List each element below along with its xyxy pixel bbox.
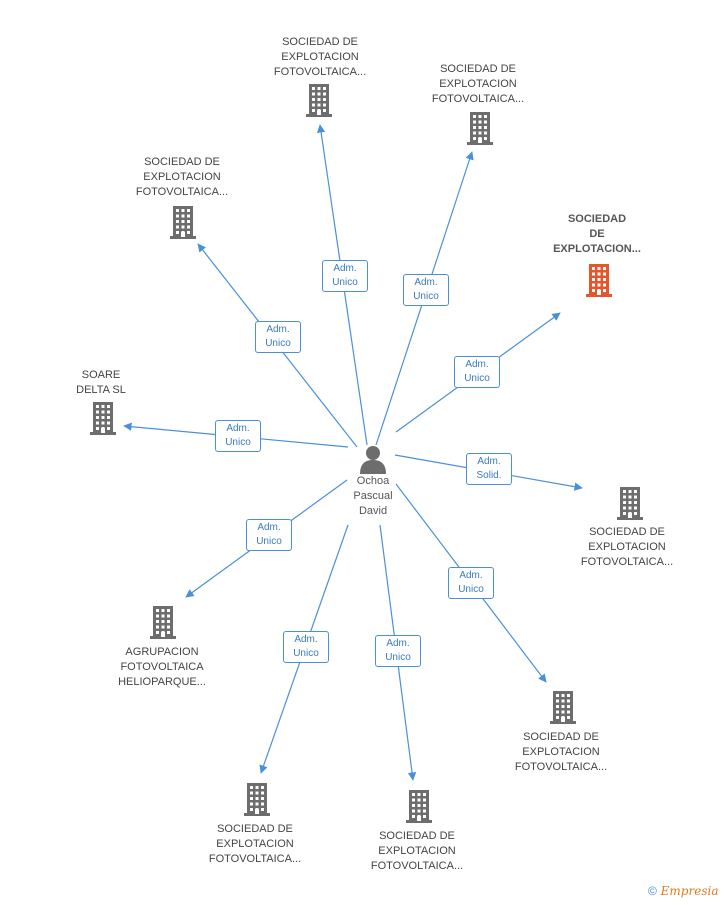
person-name[interactable]: Ochoa Pascual David — [353, 475, 393, 517]
company-node-n3[interactable]: SOCIEDAD DE EXPLOTACION FOTOVOLTAICA... — [107, 155, 257, 239]
company-label[interactable]: SOCIEDAD DE EXPLOTACION FOTOVOLTAICA... — [273, 36, 367, 78]
building-icon[interactable] — [584, 263, 614, 297]
copyright-icon: © — [648, 884, 657, 898]
role-badge-n7[interactable]: Adm. Unico — [246, 519, 292, 551]
company-label[interactable]: SOCIEDAD DE EXPLOTACION... — [553, 213, 641, 255]
company-label[interactable]: SOCIEDAD DE EXPLOTACION FOTOVOLTAICA... — [431, 63, 525, 105]
brand-name: Empresia — [660, 884, 719, 898]
role-badge-n3[interactable]: Adm. Unico — [255, 321, 301, 353]
building-icon[interactable] — [242, 782, 272, 816]
company-label[interactable]: AGRUPACION FOTOVOLTAICA HELIOPARQUE... — [118, 646, 206, 688]
company-node-n5[interactable]: SOARE DELTA SL — [26, 368, 176, 435]
company-label[interactable]: SOCIEDAD DE EXPLOTACION FOTOVOLTAICA... — [208, 823, 302, 865]
building-icon[interactable] — [615, 486, 645, 520]
company-label[interactable]: SOCIEDAD DE EXPLOTACION FOTOVOLTAICA... — [135, 156, 229, 198]
role-badge-n1[interactable]: Adm. Unico — [322, 260, 368, 292]
company-label[interactable]: SOCIEDAD DE EXPLOTACION FOTOVOLTAICA... — [514, 731, 608, 773]
company-node-n6[interactable]: SOCIEDAD DE EXPLOTACION FOTOVOLTAICA... — [552, 487, 702, 570]
company-node-n1[interactable]: SOCIEDAD DE EXPLOTACION FOTOVOLTAICA... — [245, 35, 395, 117]
role-badge-n4[interactable]: Adm. Unico — [454, 356, 500, 388]
center-person[interactable]: Ochoa Pascual David — [338, 444, 408, 519]
building-icon[interactable] — [548, 690, 578, 724]
building-icon[interactable] — [88, 401, 118, 435]
company-node-n2[interactable]: SOCIEDAD DE EXPLOTACION FOTOVOLTAICA... — [403, 62, 553, 145]
company-node-n4[interactable]: SOCIEDAD DE EXPLOTACION... — [522, 212, 672, 297]
building-icon[interactable] — [168, 205, 198, 239]
building-icon[interactable] — [304, 83, 334, 117]
company-label[interactable]: SOCIEDAD DE EXPLOTACION FOTOVOLTAICA... — [370, 830, 464, 872]
building-icon[interactable] — [148, 605, 178, 639]
role-badge-n10[interactable]: Adm. Unico — [448, 567, 494, 599]
empresia-watermark: © Empresia — [648, 884, 718, 898]
building-icon[interactable] — [404, 789, 434, 823]
role-badge-n6[interactable]: Adm. Solid. — [466, 453, 512, 485]
role-badge-n5[interactable]: Adm. Unico — [215, 420, 261, 452]
role-badge-n9[interactable]: Adm. Unico — [375, 635, 421, 667]
company-label[interactable]: SOCIEDAD DE EXPLOTACION FOTOVOLTAICA... — [580, 526, 674, 568]
role-badge-n8[interactable]: Adm. Unico — [283, 631, 329, 663]
person-icon — [360, 446, 386, 474]
company-node-n8[interactable]: SOCIEDAD DE EXPLOTACION FOTOVOLTAICA... — [180, 783, 330, 867]
role-badge-n2[interactable]: Adm. Unico — [403, 274, 449, 306]
company-node-n7[interactable]: AGRUPACION FOTOVOLTAICA HELIOPARQUE... — [87, 606, 237, 690]
building-icon[interactable] — [465, 111, 495, 145]
company-label[interactable]: SOARE DELTA SL — [76, 369, 126, 396]
company-node-n10[interactable]: SOCIEDAD DE EXPLOTACION FOTOVOLTAICA... — [486, 691, 636, 775]
company-node-n9[interactable]: SOCIEDAD DE EXPLOTACION FOTOVOLTAICA... — [342, 790, 492, 874]
